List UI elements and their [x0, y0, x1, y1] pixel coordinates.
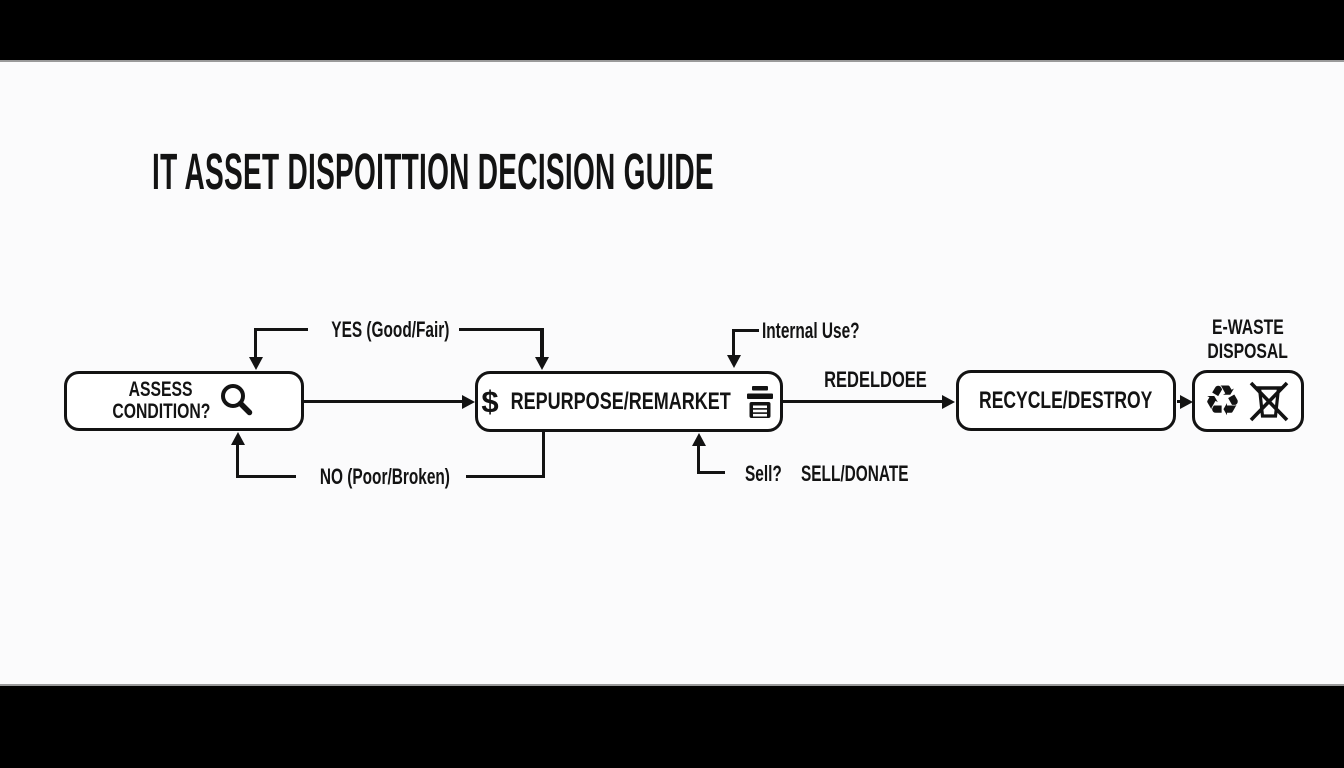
no-branch-arrowhead-left — [230, 432, 245, 445]
assess-condition-line1: ASSESS — [129, 378, 193, 401]
no-branch-rise-right — [541, 432, 545, 478]
internal-use-elbow — [731, 328, 759, 332]
no-branch-rise-left — [235, 444, 239, 477]
internal-use-drop — [731, 328, 735, 358]
yes-branch-label-text: YES (Good/Fair) — [331, 317, 450, 342]
sell-arrowhead — [691, 433, 706, 446]
node-assess-condition: ASSESS CONDITION? — [64, 371, 304, 431]
sell-donate-label-text: SELL/DONATE — [801, 461, 909, 486]
sell-elbow — [696, 470, 725, 474]
yes-branch-drop-right — [540, 329, 544, 359]
paper-tray-stack-icon — [743, 384, 777, 420]
repurpose-remarket-label: REPURPOSE/REMARKET — [510, 387, 731, 415]
recycling-symbol-icon: ♻ — [1203, 376, 1242, 425]
no-branch-label-text: NO (Poor/Broken) — [319, 464, 450, 489]
arrow-repurpose-to-recycle-line — [783, 399, 943, 403]
arrow-assess-to-repurpose-line — [304, 399, 463, 403]
ewaste-disposal-caption: E-WASTE DISPOSAL — [1178, 316, 1318, 364]
dollar-icon: $ — [481, 384, 499, 419]
yes-branch-line-right — [459, 327, 544, 331]
sell-rise — [696, 445, 700, 474]
magnifier-icon — [218, 382, 256, 420]
remarket-to-recycle-label: REDELDOEE — [800, 367, 950, 393]
no-branch-label: NO (Poor/Broken) — [292, 464, 468, 490]
remarket-to-recycle-label-text: REDELDOEE — [823, 367, 927, 392]
crossed-out-bin-icon — [1246, 378, 1292, 424]
letterbox-bottom-divider — [0, 684, 1344, 686]
internal-use-label: Internal Use? — [762, 318, 901, 344]
ewaste-caption-line1: E-WASTE — [1212, 316, 1284, 339]
assess-condition-label: ASSESS CONDITION? — [112, 379, 210, 423]
sell-question-label: Sell? — [745, 461, 798, 487]
yes-branch-arrowhead-left — [248, 357, 263, 370]
arrow-assess-to-repurpose-head — [462, 394, 475, 409]
letterbox-top-divider — [0, 60, 1344, 62]
sell-question-label-text: Sell? — [745, 461, 782, 486]
sell-donate-label: SELL/DONATE — [801, 461, 955, 487]
page-title: IT ASSET DISPOITTION DECISION GUIDE — [152, 143, 1174, 200]
assess-condition-line2: CONDITION? — [112, 400, 210, 423]
yes-branch-drop-left — [253, 329, 257, 359]
no-branch-line-left — [235, 474, 296, 478]
yes-branch-arrowhead-right — [535, 357, 549, 370]
internal-use-arrowhead — [726, 355, 741, 368]
page-title-text: IT ASSET DISPOITTION DECISION GUIDE — [152, 143, 714, 200]
node-recycle-destroy: RECYCLE/DESTROY — [956, 370, 1176, 431]
yes-branch-line-left — [253, 327, 308, 331]
node-repurpose-remarket: $ REPURPOSE/REMARKET — [475, 371, 783, 432]
ewaste-caption-line2: DISPOSAL — [1207, 340, 1289, 363]
letterbox-bottom — [0, 685, 1344, 768]
no-branch-line-right — [466, 474, 543, 478]
internal-use-label-text: Internal Use? — [762, 318, 860, 343]
yes-branch-label: YES (Good/Fair) — [306, 317, 459, 343]
letterbox-top — [0, 0, 1344, 61]
arrow-repurpose-to-recycle-head — [942, 394, 955, 409]
node-ewaste-disposal: ♻ — [1192, 370, 1304, 432]
arrow-recycle-to-ewaste-head — [1180, 394, 1193, 409]
recycle-destroy-label: RECYCLE/DESTROY — [979, 386, 1153, 414]
